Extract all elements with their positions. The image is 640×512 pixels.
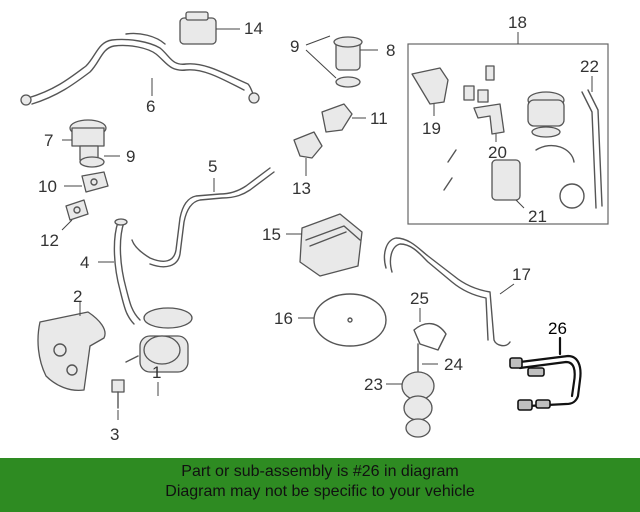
part-8-drawing[interactable]: [305, 35, 378, 88]
part-info-banner: Part or sub-assembly is #26 in diagram D…: [0, 458, 640, 512]
callout-26: 26: [548, 319, 567, 338]
banner-line-part: Part or sub-assembly is #26 in diagram: [181, 463, 459, 480]
callout-17: 17: [512, 265, 531, 284]
callout-25: 25: [410, 289, 429, 308]
callout-15: 15: [262, 225, 281, 244]
callout-18: 18: [508, 13, 527, 32]
part-12-drawing[interactable]: [61, 199, 89, 231]
callout-11: 11: [370, 109, 388, 128]
callout-13: 13: [292, 179, 311, 198]
part-14-drawing[interactable]: [179, 11, 240, 45]
part-13-drawing[interactable]: [293, 131, 323, 176]
part-4-drawing[interactable]: [98, 218, 141, 325]
part-1-drawing[interactable]: [125, 307, 193, 396]
callout-2: 2: [73, 287, 82, 306]
callout-20: 20: [488, 143, 507, 162]
callout-19: 19: [422, 119, 441, 138]
part-17-drawing[interactable]: [383, 237, 515, 347]
part-24-drawing[interactable]: [417, 343, 438, 373]
part-23-drawing[interactable]: [386, 371, 435, 438]
callout-9-lower: 9: [126, 147, 135, 166]
callout-24: 24: [444, 355, 463, 374]
callout-1: 1: [152, 363, 161, 382]
part-3-drawing[interactable]: [111, 379, 125, 420]
callout-9-upper: 9: [290, 37, 299, 56]
callout-22: 22: [580, 57, 599, 76]
part-26-drawing[interactable]: [509, 336, 582, 411]
part-10-drawing[interactable]: [64, 171, 109, 193]
callout-4: 4: [80, 253, 89, 272]
banner-line-disclaimer: Diagram may not be specific to your vehi…: [165, 483, 475, 500]
part-18-group[interactable]: [407, 32, 609, 225]
part-7-drawing[interactable]: [62, 119, 120, 168]
part-15-drawing[interactable]: [286, 213, 363, 277]
part-5-drawing[interactable]: [131, 167, 275, 268]
part-6-drawing[interactable]: [20, 32, 260, 106]
part-2-drawing[interactable]: [37, 302, 106, 392]
callout-5: 5: [208, 157, 217, 176]
callout-10: 10: [38, 177, 57, 196]
callout-3: 3: [110, 425, 119, 444]
callout-14: 14: [244, 19, 263, 38]
callout-23: 23: [364, 375, 383, 394]
callout-labels: 1 2 3 4 5 6 7 8 9 9 10 11 12 13 14 15 16…: [38, 13, 599, 444]
part-11-drawing[interactable]: [321, 103, 366, 133]
callout-7: 7: [44, 131, 53, 150]
part-16-drawing[interactable]: [298, 293, 387, 347]
callout-6: 6: [146, 97, 155, 116]
callout-12: 12: [40, 231, 59, 250]
callout-8: 8: [386, 41, 395, 60]
part-25-drawing[interactable]: [413, 308, 447, 351]
callout-21: 21: [528, 207, 547, 226]
callout-16: 16: [274, 309, 293, 328]
